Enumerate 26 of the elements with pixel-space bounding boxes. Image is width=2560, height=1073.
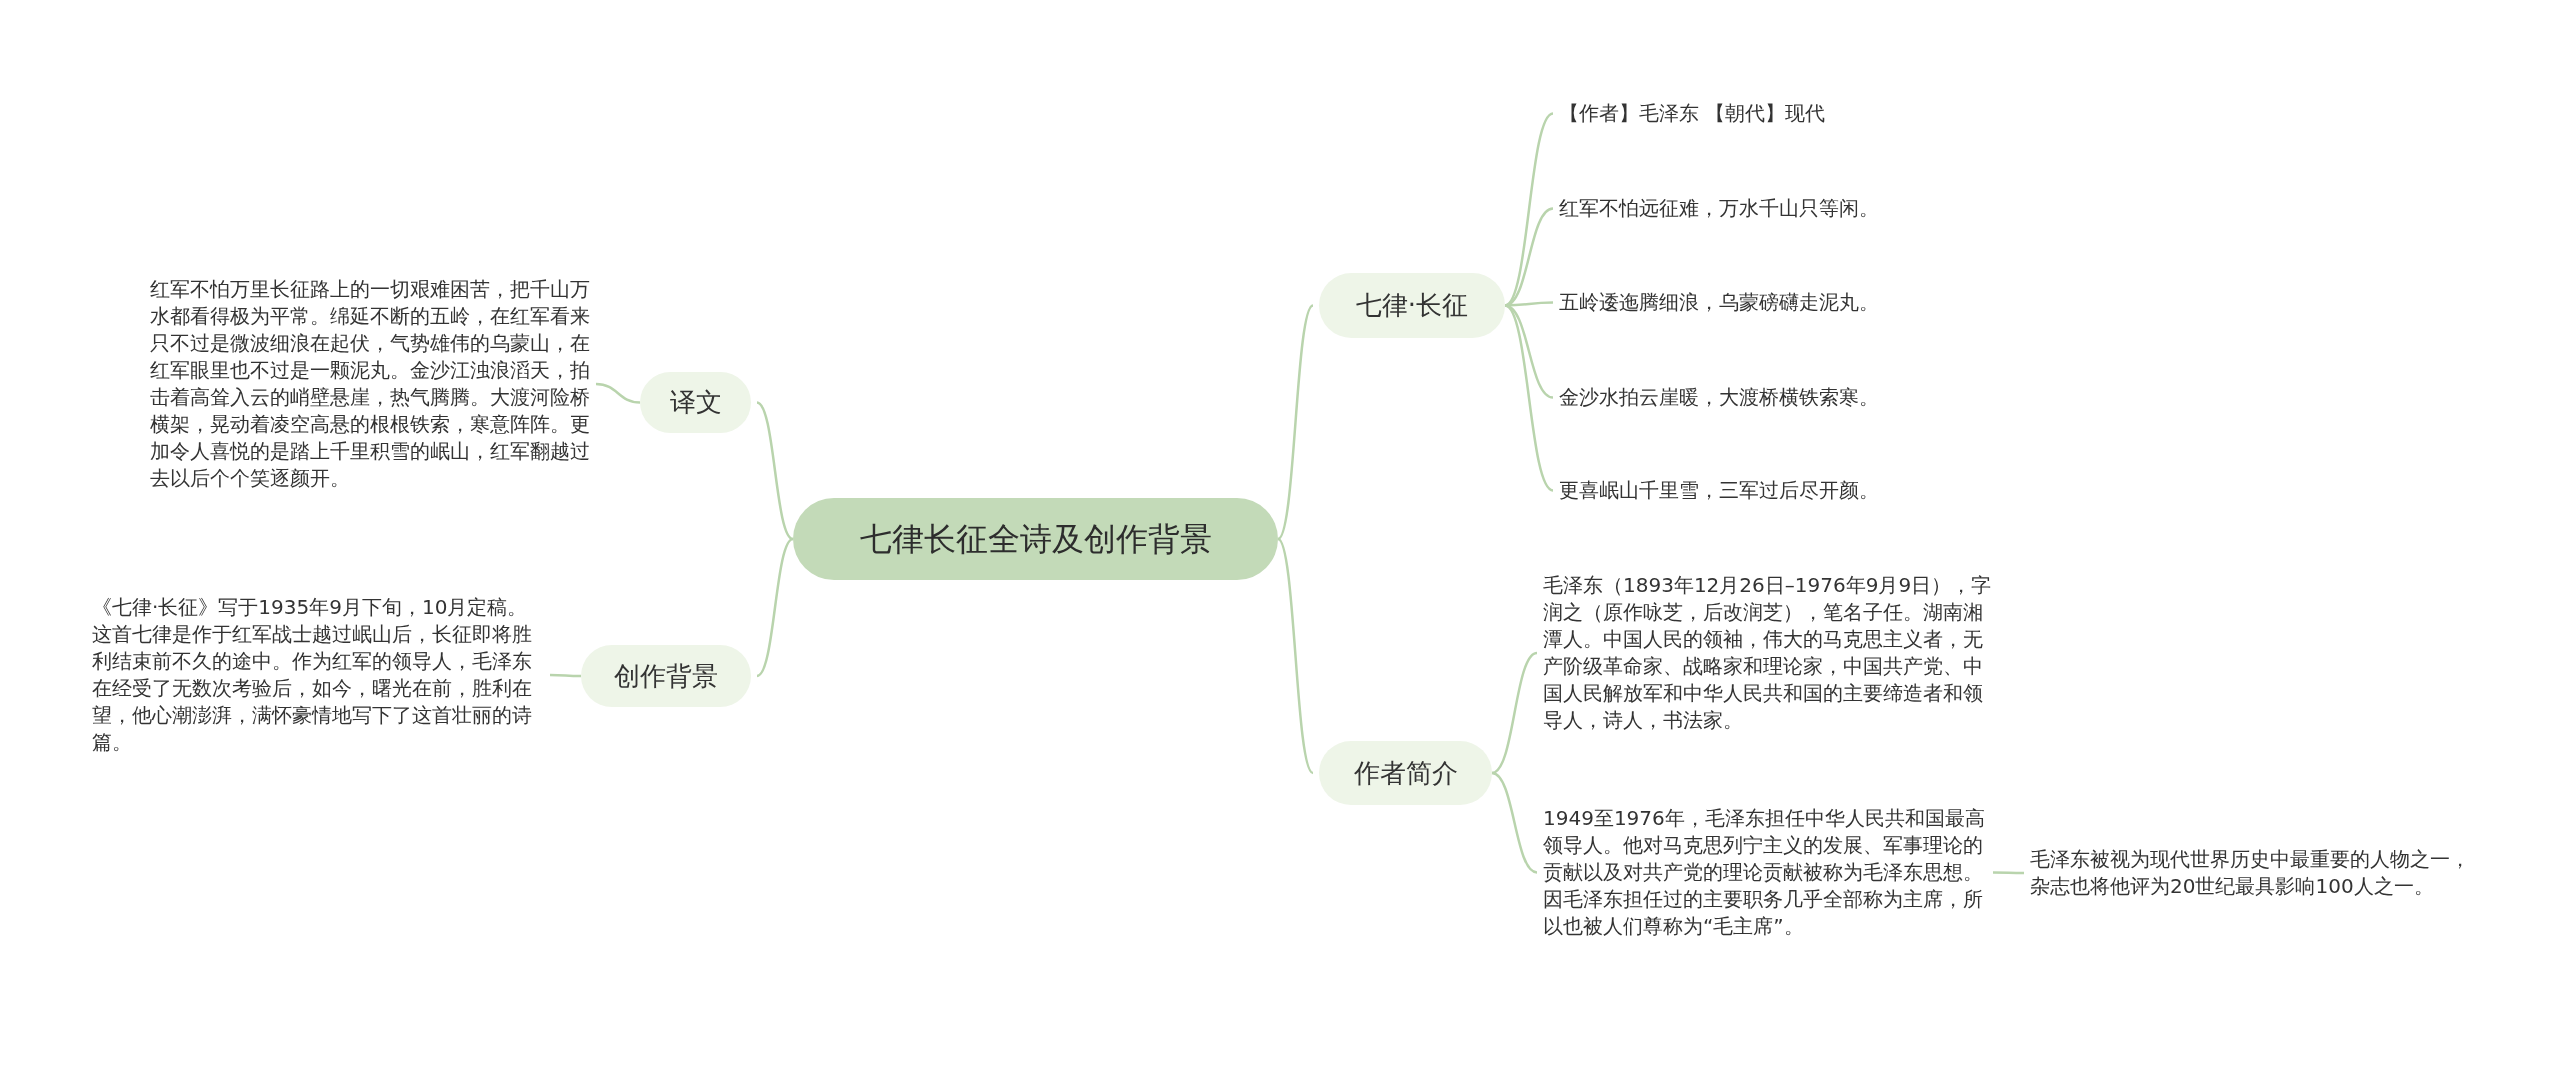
leaf-text: 毛泽东（1893年12月26日–1976年9月9日），字润之（原作咏芝，后改润芝），笔名子任。湖南湘潭人。中国人民的领袖，伟大的马克思主义者，无产阶级革命家、战略家和理论家，中国共产党、中国人民解放军和中华人民共和国的主要缔造者和领导人，诗人，书法家。 xyxy=(1543,572,1993,734)
connector xyxy=(1491,771,1538,874)
leaf-text: 五岭逶迤腾细浪，乌蒙磅礴走泥丸。 xyxy=(1559,289,1979,316)
connector xyxy=(1277,304,1314,540)
leaf-text: 《七律·长征》写于1935年9月下旬，10月定稿。这首七律是作于红军战士越过岷山后，长征即将胜利结束前不久的途中。作为红军的领导人，毛泽东在经受了无数次考验后，如今，曙光在前，胜利在望，他心潮澎湃，满怀豪情地写下了这首壮丽的诗篇。 xyxy=(92,594,544,756)
branch-topic: 七律·长征 xyxy=(1319,273,1505,338)
leaf-text: 红军不怕万里长征路上的一切艰难困苦，把千山万水都看得极为平常。绵延不断的五岭，在红军看来只不过是微波细浪在起伏，气势雄伟的乌蒙山，在红军眼里也不过是一颗泥丸。金沙江浊浪滔天，拍击着高耸入云的峭壁悬崖，热气腾腾。大渡河险桥横架，晃动着凌空高悬的根根铁索，寒意阵阵。更加令人喜悦的是踏上千里积雪的岷山，红军翻越过去以后个个笑逐颜开。 xyxy=(150,276,590,492)
leaf-text: 【作者】毛泽东 【朝代】现代 xyxy=(1559,100,1979,127)
central-topic: 七律长征全诗及创作背景 xyxy=(793,498,1278,580)
branch-topic: 译文 xyxy=(640,372,751,433)
connector xyxy=(550,673,581,678)
connector xyxy=(1277,538,1314,774)
branch-topic: 创作背景 xyxy=(581,645,751,707)
connector xyxy=(1491,651,1538,775)
connector xyxy=(1504,304,1554,492)
connector xyxy=(1504,112,1554,307)
leaf-text: 更喜岷山千里雪，三军过后尽开颜。 xyxy=(1559,477,1979,504)
leaf-text: 红军不怕远征难，万水千山只等闲。 xyxy=(1559,195,1979,222)
connector xyxy=(756,401,794,541)
branch-topic: 作者简介 xyxy=(1319,741,1492,805)
connector xyxy=(595,382,641,404)
leaf-text: 1949至1976年，毛泽东担任中华人民共和国最高领导人。他对马克思列宁主义的发展、军事理论的贡献以及对共产党的理论贡献被称为毛泽东思想。因毛泽东担任过的主要职务几乎全部称为主席，所以也被人们尊称为“毛主席”。 xyxy=(1543,805,1993,940)
leaf-text: 金沙水拍云崖暖，大渡桥横铁索寒。 xyxy=(1559,384,1979,411)
leaf-text: 毛泽东被视为现代世界历史中最重要的人物之一，杂志也将他评为20世纪最具影响100人之一。 xyxy=(2030,846,2480,900)
connector xyxy=(1993,871,2024,875)
connector xyxy=(756,537,794,678)
